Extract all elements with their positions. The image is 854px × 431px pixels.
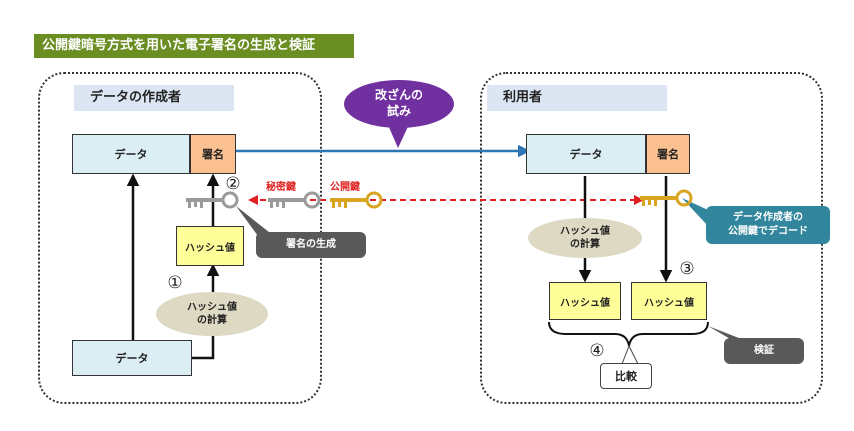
decode-callout-pointer — [682, 198, 708, 226]
creator-hash-box: ハッシュ値 — [176, 226, 244, 266]
user-hash-left: ハッシュ値 — [549, 282, 621, 320]
compare-pointer — [621, 344, 639, 365]
creator-source-data-box: データ — [72, 340, 192, 376]
decode-callout: データ作成者の 公開鍵でデコード — [706, 206, 830, 244]
sign-gen-callout-pointer — [236, 206, 274, 236]
creator-signature-box: 署名 — [190, 134, 236, 174]
tamper-attempt-bubble: 改ざんの 試み — [344, 80, 454, 128]
user-hash-right: ハッシュ値 — [631, 282, 707, 320]
page-title: 公開鍵暗号方式を用いた電子署名の生成と検証 — [34, 34, 354, 58]
private-key-label: 秘密鍵 — [266, 182, 296, 193]
creator-data-box: データ — [72, 134, 190, 174]
compare-label-box: 比較 — [600, 363, 652, 389]
creator-hash-calc: ハッシュ値 の計算 — [156, 292, 268, 336]
verify-callout: 検証 — [724, 338, 804, 364]
private-key-icon — [186, 191, 239, 209]
public-key-label: 公開鍵 — [330, 182, 360, 193]
user-panel-heading: 利用者 — [487, 85, 667, 111]
sign-gen-callout: 署名の生成 — [256, 232, 366, 258]
step-1-label: ① — [167, 273, 183, 293]
step-4-label: ④ — [589, 341, 605, 361]
user-hash-calc: ハッシュ値 の計算 — [528, 218, 642, 258]
user-signature-box: 署名 — [646, 134, 690, 174]
user-public-key-icon — [640, 189, 693, 207]
private-key-icon-2 — [268, 191, 321, 209]
compare-brace — [548, 321, 709, 347]
step-3-label: ③ — [679, 259, 695, 279]
verify-callout-pointer — [708, 326, 744, 340]
creator-panel-heading: データの作成者 — [74, 85, 234, 111]
public-key-icon — [330, 191, 383, 209]
source-to-hash-line — [192, 336, 215, 360]
step-2-label: ② — [225, 174, 241, 194]
user-data-box: データ — [526, 134, 646, 174]
